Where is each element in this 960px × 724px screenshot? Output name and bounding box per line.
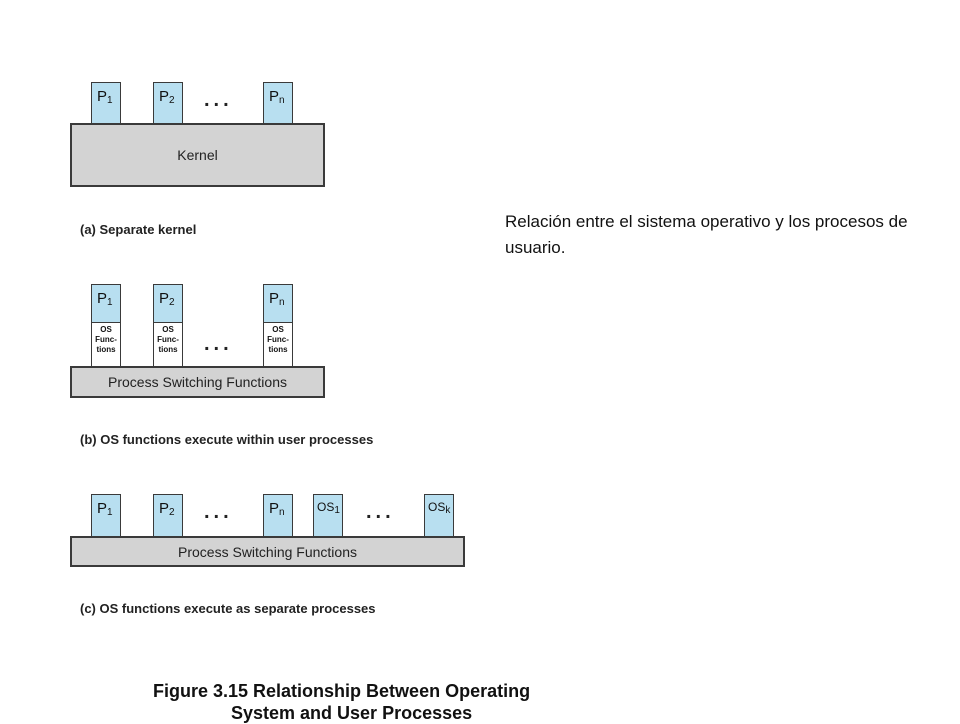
process-switching-bar: Process Switching Functions	[70, 536, 465, 567]
process-switching-bar: Process Switching Functions	[70, 366, 325, 398]
process-label: P	[97, 290, 108, 307]
process-label: P	[269, 500, 280, 517]
os-functions-box: OS Func- tions	[153, 322, 183, 366]
process-p1-box: P1	[91, 494, 121, 536]
process-subscript: 2	[169, 297, 175, 308]
process-pn-box: Pn	[263, 284, 293, 322]
process-subscript: n	[279, 507, 285, 518]
process-label: P	[159, 290, 170, 307]
ellipsis: ...	[204, 89, 233, 111]
os-process-subscript: k	[445, 505, 451, 516]
os-process-label: OS	[428, 500, 446, 514]
figure-title-line1: Figure 3.15 Relationship Between Operati…	[153, 681, 531, 701]
process-switching-label: Process Switching Functions	[108, 374, 287, 390]
os-functions-line: OS	[100, 325, 112, 334]
figure-title-line2: System and User Processes	[231, 703, 473, 723]
process-label: P	[269, 290, 280, 307]
process-p1-box: P1	[91, 82, 121, 123]
ellipsis: ...	[204, 501, 233, 523]
ellipsis: ...	[366, 501, 395, 523]
process-p2-box: P2	[153, 284, 183, 322]
os-functions-line: Func-	[157, 335, 179, 344]
os-functions-line: OS	[272, 325, 284, 334]
process-subscript: 1	[107, 297, 113, 308]
os-functions-line: Func-	[95, 335, 117, 344]
os-functions-box: OS Func- tions	[91, 322, 121, 366]
os-functions-line: tions	[158, 345, 178, 354]
process-pn-box: Pn	[263, 82, 293, 123]
os-functions-line: Func-	[267, 335, 289, 344]
os-functions-line: OS	[162, 325, 174, 334]
process-label: P	[97, 88, 108, 105]
process-subscript: 1	[107, 507, 113, 518]
process-p1-box: P1	[91, 284, 121, 322]
slide-description: Relación entre el sistema operativo y lo…	[505, 212, 908, 257]
process-subscript: n	[279, 95, 285, 106]
ellipsis: ...	[204, 333, 233, 355]
os-process-subscript: 1	[334, 505, 340, 516]
process-subscript: 2	[169, 95, 175, 106]
kernel-label: Kernel	[177, 147, 218, 163]
process-subscript: n	[279, 297, 285, 308]
process-subscript: 1	[107, 95, 113, 106]
os-process-k-box: OSk	[424, 494, 454, 536]
process-label: P	[159, 88, 170, 105]
process-label: P	[159, 500, 170, 517]
process-p2-box: P2	[153, 82, 183, 123]
caption-c: (c) OS functions execute as separate pro…	[80, 601, 376, 616]
caption-b: (b) OS functions execute within user pro…	[80, 432, 374, 447]
os-process-1-box: OS1	[313, 494, 343, 536]
os-process-label: OS	[317, 500, 335, 514]
process-label: P	[97, 500, 108, 517]
process-pn-box: Pn	[263, 494, 293, 536]
caption-a: (a) Separate kernel	[80, 222, 197, 237]
os-functions-line: tions	[268, 345, 288, 354]
process-p2-box: P2	[153, 494, 183, 536]
os-functions-line: tions	[96, 345, 116, 354]
process-subscript: 2	[169, 507, 175, 518]
process-switching-label: Process Switching Functions	[178, 543, 357, 560]
kernel-bar: Kernel	[70, 123, 325, 187]
process-label: P	[269, 88, 280, 105]
os-functions-box: OS Func- tions	[263, 322, 293, 366]
